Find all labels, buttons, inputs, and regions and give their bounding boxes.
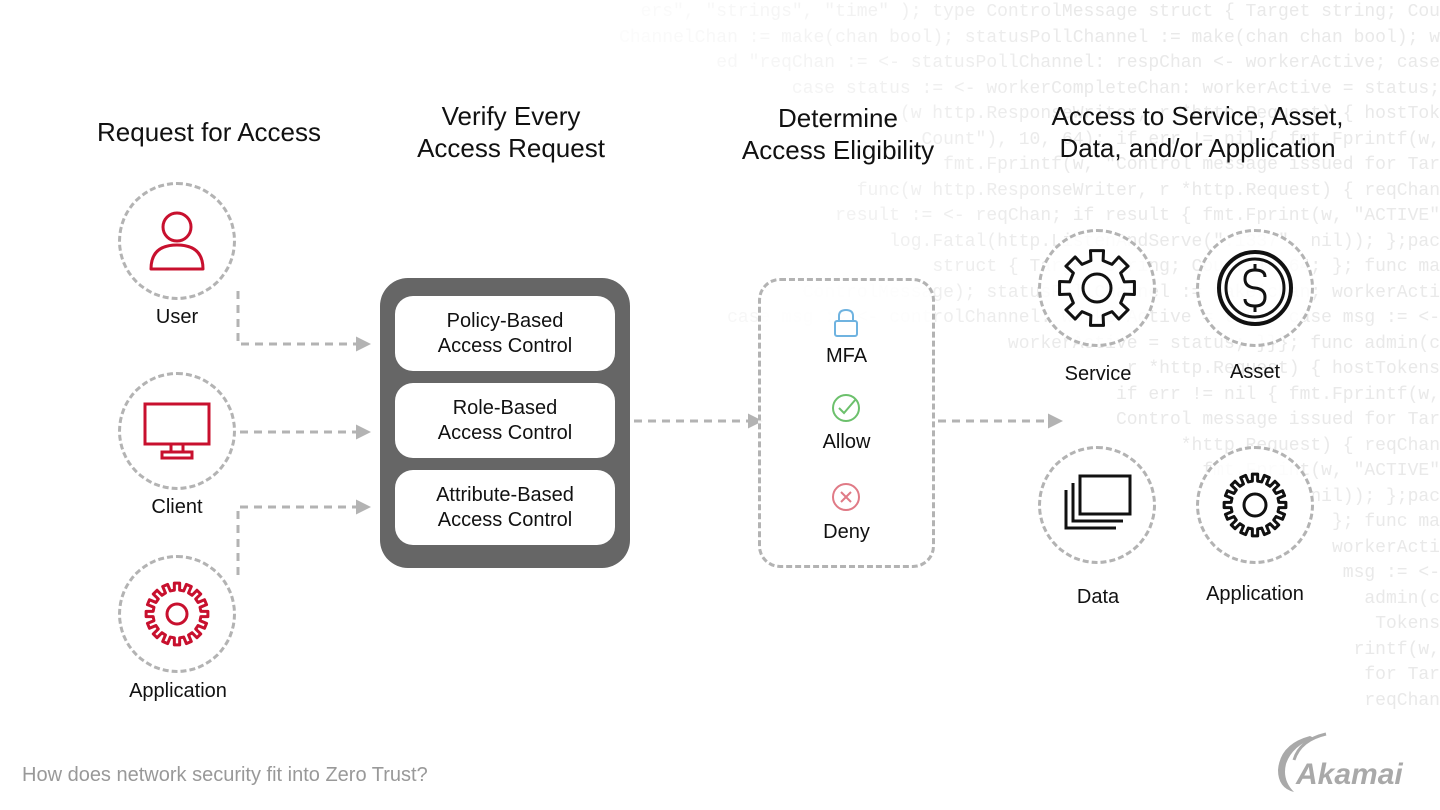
heading-access-to-resources: Access to Service, Asset, Data, and/or A… xyxy=(1051,101,1344,163)
requester-user-circle xyxy=(118,182,236,300)
requester-client-circle xyxy=(118,372,236,490)
resource-service-circle xyxy=(1038,229,1156,347)
eligibility-allow-label: Allow xyxy=(822,431,871,453)
attribute-based-access-control: Attribute-Based Access Control xyxy=(395,470,615,545)
check-circle-icon xyxy=(832,394,860,422)
footer-caption: How does network security fit into Zero … xyxy=(22,764,428,786)
svg-text:Akamai: Akamai xyxy=(1295,758,1403,791)
eligibility-mfa-label: MFA xyxy=(825,345,868,367)
requester-user-label: User xyxy=(155,306,199,328)
eligibility-deny-label: Deny xyxy=(823,521,870,543)
monitor-icon xyxy=(143,402,211,460)
arrow-user-to-verify xyxy=(236,291,371,352)
background-code-line: Tokens xyxy=(1375,614,1440,634)
background-code-line: case status := <- workerCompleteChan: wo… xyxy=(791,78,1440,99)
background-code-line: if err != nil { fmt.Fprintf(w, xyxy=(1115,384,1440,405)
background-code-line: for Tar xyxy=(1364,665,1440,685)
user-icon xyxy=(149,211,205,271)
resource-asset-circle xyxy=(1196,229,1314,347)
background-code-line: Count"), 10, 64); if err != nil { fmt.Fp… xyxy=(921,129,1440,150)
akamai-logo: Akamai xyxy=(1270,730,1420,801)
background-code-line: func(w http.ResponseWriter, r *http.Requ… xyxy=(856,180,1440,201)
background-code-line: reqChan xyxy=(1364,690,1440,711)
resource-application-circle xyxy=(1196,446,1314,564)
heading-determine-access-eligibility: Determine Access Eligibility xyxy=(741,103,935,165)
background-code-line: *http.Request) { reqChan xyxy=(1180,435,1440,456)
policy-based-access-control: Policy-Based Access Control xyxy=(395,296,615,371)
arrow-application-to-verify xyxy=(236,499,371,575)
background-code-line: }; func ma xyxy=(1331,512,1440,532)
role-based-access-control: Role-Based Access Control xyxy=(395,383,615,458)
gear-icon xyxy=(1222,472,1288,538)
resource-service-label: Service xyxy=(1064,363,1132,385)
gear-icon xyxy=(1058,249,1136,327)
stacked-windows-icon xyxy=(1064,474,1132,530)
resource-data-circle xyxy=(1038,446,1156,564)
heading-request-for-access: Request for Access xyxy=(97,117,321,147)
background-code-line: fmt.Fprintf(w, "Control message issued f… xyxy=(943,155,1440,175)
background-code-line: msg := <- xyxy=(1342,563,1440,583)
heading-verify-every-access-request: Verify Every Access Request xyxy=(417,101,605,163)
eligibility-panel: MFA Allow Deny xyxy=(758,278,935,568)
resource-data-label: Data xyxy=(1076,586,1120,608)
background-code-line: ers", "strings", "time" ); type ControlM… xyxy=(640,2,1440,22)
requester-application-label: Application xyxy=(129,680,227,702)
gear-icon xyxy=(144,581,210,647)
background-code-line: r *http.Request) { hostTokens xyxy=(1126,359,1440,379)
background-code-line: admin(c xyxy=(1364,588,1440,609)
resource-application-label: Application xyxy=(1206,583,1304,605)
background-code-line: ed "reqChan := <- statusPollChannel: res… xyxy=(716,53,1440,73)
background-code-line: result := <- reqChan; if result { fmt.Fp… xyxy=(835,206,1440,226)
requester-client-label: Client xyxy=(151,496,203,518)
background-code-line: (w http.ResponseWriter, r *http.Request)… xyxy=(899,104,1440,124)
dollar-coin-icon xyxy=(1217,250,1293,326)
lock-icon xyxy=(834,308,858,337)
access-control-panel: Policy-Based Access Control Role-Based A… xyxy=(380,278,630,568)
background-code-line: rintf(w, xyxy=(1353,639,1440,660)
requester-application-circle xyxy=(118,555,236,673)
background-code-line: workerActi xyxy=(1331,537,1440,558)
background-code-line: nil)); };pac xyxy=(1310,486,1440,507)
background-code-line: Control message issued for Tar xyxy=(1115,410,1440,430)
x-circle-icon xyxy=(832,483,860,511)
background-code-line: ChannelChan := make(chan bool); statusPo… xyxy=(619,27,1440,48)
resource-asset-label: Asset xyxy=(1229,361,1281,383)
